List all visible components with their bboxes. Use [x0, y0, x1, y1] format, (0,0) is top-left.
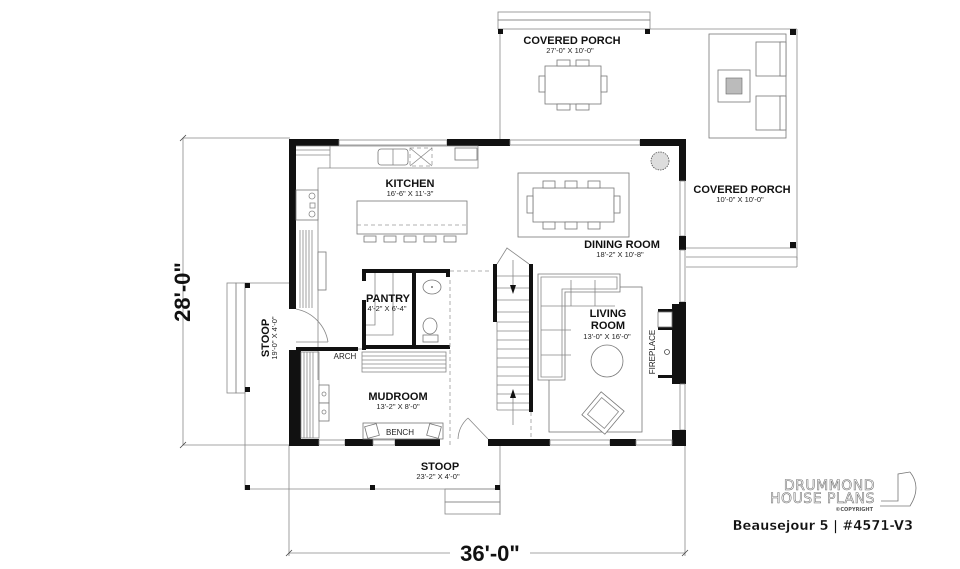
staircase: [493, 247, 533, 439]
side-entry-door: [295, 308, 329, 343]
logo-line1: DRUMMOND: [784, 478, 875, 494]
pantry-walls: [362, 269, 490, 350]
kitchen-cabinets: [295, 145, 479, 380]
logo-copyright: ©COPYRIGHT: [835, 507, 873, 513]
plan-title: Beausejour 5 | #4571-V3: [733, 519, 913, 534]
room-label-covered-porch-right: COVERED PORCH: [693, 184, 790, 196]
room-dims-covered-porch-right: 10'-0" X 10'-0": [716, 195, 764, 204]
label-fireplace: FIREPLACE: [648, 330, 657, 374]
covered-porch-right: [686, 242, 798, 268]
room-label-living-room-line2: ROOM: [591, 320, 625, 332]
room-label-stoop-side: STOOP: [260, 319, 272, 357]
room-dims-pantry: 4'-2" X 6'-4": [367, 304, 406, 313]
mudroom: [296, 347, 489, 440]
room-label-stoop-front: STOOP: [421, 461, 459, 473]
plant-icon: [650, 151, 670, 171]
room-dims-stoop-side: 19'-0" X 4'-0": [270, 316, 279, 360]
room-label-pantry: PANTRY: [366, 293, 411, 305]
overall-width-label: 36'-0": [460, 541, 520, 566]
room-label-living-room-line1: LIVING: [590, 308, 627, 320]
stoop-side: [226, 282, 290, 490]
drummond-logo: DRUMMOND HOUSE PLANS ©COPYRIGHT: [770, 471, 917, 513]
logo-line2: HOUSE PLANS: [770, 491, 875, 507]
porch-lounge-area: [708, 33, 787, 139]
room-dims-kitchen: 16'-6" X 11'-3": [387, 189, 434, 198]
room-dims-dining-room: 18'-2" X 10'-8": [596, 250, 644, 259]
exterior-walls: [289, 139, 686, 446]
fireplace: [657, 304, 680, 384]
stoop-front: [245, 445, 501, 515]
dimension-width: [285, 440, 689, 557]
label-arch: ARCH: [334, 352, 357, 361]
room-label-kitchen: KITCHEN: [386, 178, 435, 190]
room-label-covered-porch-top: COVERED PORCH: [523, 35, 620, 47]
porch-dining-table: [538, 59, 608, 111]
logo-mark-icon: [881, 471, 911, 502]
label-bench: BENCH: [386, 428, 414, 437]
room-dims-living-room: 13'-0" X 16'-0": [583, 332, 631, 341]
room-dims-stoop-front: 23'-2" X 4'-0": [416, 472, 460, 481]
dining-set: [517, 172, 630, 238]
room-dims-covered-porch-top: 27'-0" X 10'-0": [546, 46, 594, 55]
covered-porch-top: [497, 11, 798, 260]
living-room-furniture: [537, 273, 643, 435]
dimension-depth: [179, 134, 290, 449]
room-label-dining-room: DINING ROOM: [584, 239, 660, 251]
room-label-mudroom: MUDROOM: [368, 391, 427, 403]
room-dims-mudroom: 13'-2" X 8'-0": [376, 402, 420, 411]
overall-depth-label: 28'-0": [170, 262, 195, 322]
powder-room-fixtures: [422, 279, 451, 445]
